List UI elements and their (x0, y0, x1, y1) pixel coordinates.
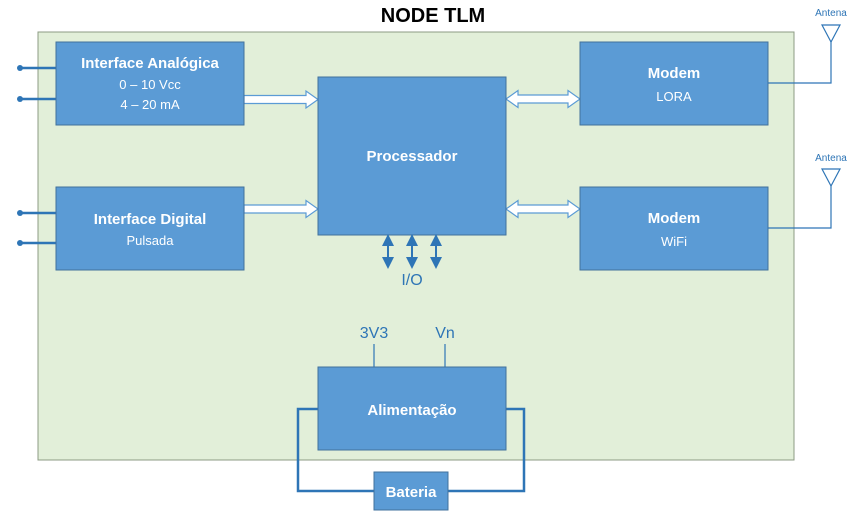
io-label: I/O (401, 272, 422, 289)
lora-modem-block: Modem LORA (579, 41, 769, 126)
battery-loop (296, 407, 526, 493)
antenna-icon (821, 168, 841, 188)
antenna-icon (821, 24, 841, 44)
analog-interface-block: Interface Analógica 0 – 10 Vcc 4 – 20 mA (55, 41, 245, 126)
io-arrows (382, 234, 442, 269)
analog-input-terminals (17, 65, 56, 102)
wifi-modem-block: Modem WiFi (579, 186, 769, 271)
rail-3v3-label: 3V3 (360, 325, 389, 342)
analog-range-current: 4 – 20 mA (120, 97, 180, 112)
power-title: Alimentação (367, 402, 456, 419)
wifi-antenna-label: Antena (815, 153, 847, 164)
digital-interface-title: Interface Digital (94, 211, 207, 228)
digital-interface-mode: Pulsada (127, 233, 175, 248)
wifi-modem-title: Modem (648, 210, 701, 227)
lora-modem-type: LORA (656, 89, 692, 104)
processor-block: Processador (317, 76, 507, 236)
processor-title: Processador (367, 148, 458, 165)
digital-to-processor-arrow (243, 199, 320, 219)
analog-to-processor-arrow (243, 89, 320, 110)
lora-antenna: Antena (768, 8, 847, 84)
battery-title: Bateria (386, 484, 438, 501)
rail-vn-label: Vn (435, 325, 455, 342)
diagram-title: NODE TLM (381, 5, 485, 27)
power-rails (373, 344, 446, 367)
analog-range-voltage: 0 – 10 Vcc (119, 77, 181, 92)
wifi-modem-type: WiFi (661, 234, 687, 249)
wifi-antenna: Antena (768, 153, 847, 229)
lora-antenna-label: Antena (815, 8, 847, 19)
lora-modem-title: Modem (648, 65, 701, 82)
digital-interface-block: Interface Digital Pulsada (55, 186, 245, 271)
digital-input-terminals (17, 210, 56, 246)
power-block: Alimentação (317, 366, 507, 451)
battery-block: Bateria (373, 471, 449, 511)
analog-interface-title: Interface Analógica (81, 55, 219, 72)
